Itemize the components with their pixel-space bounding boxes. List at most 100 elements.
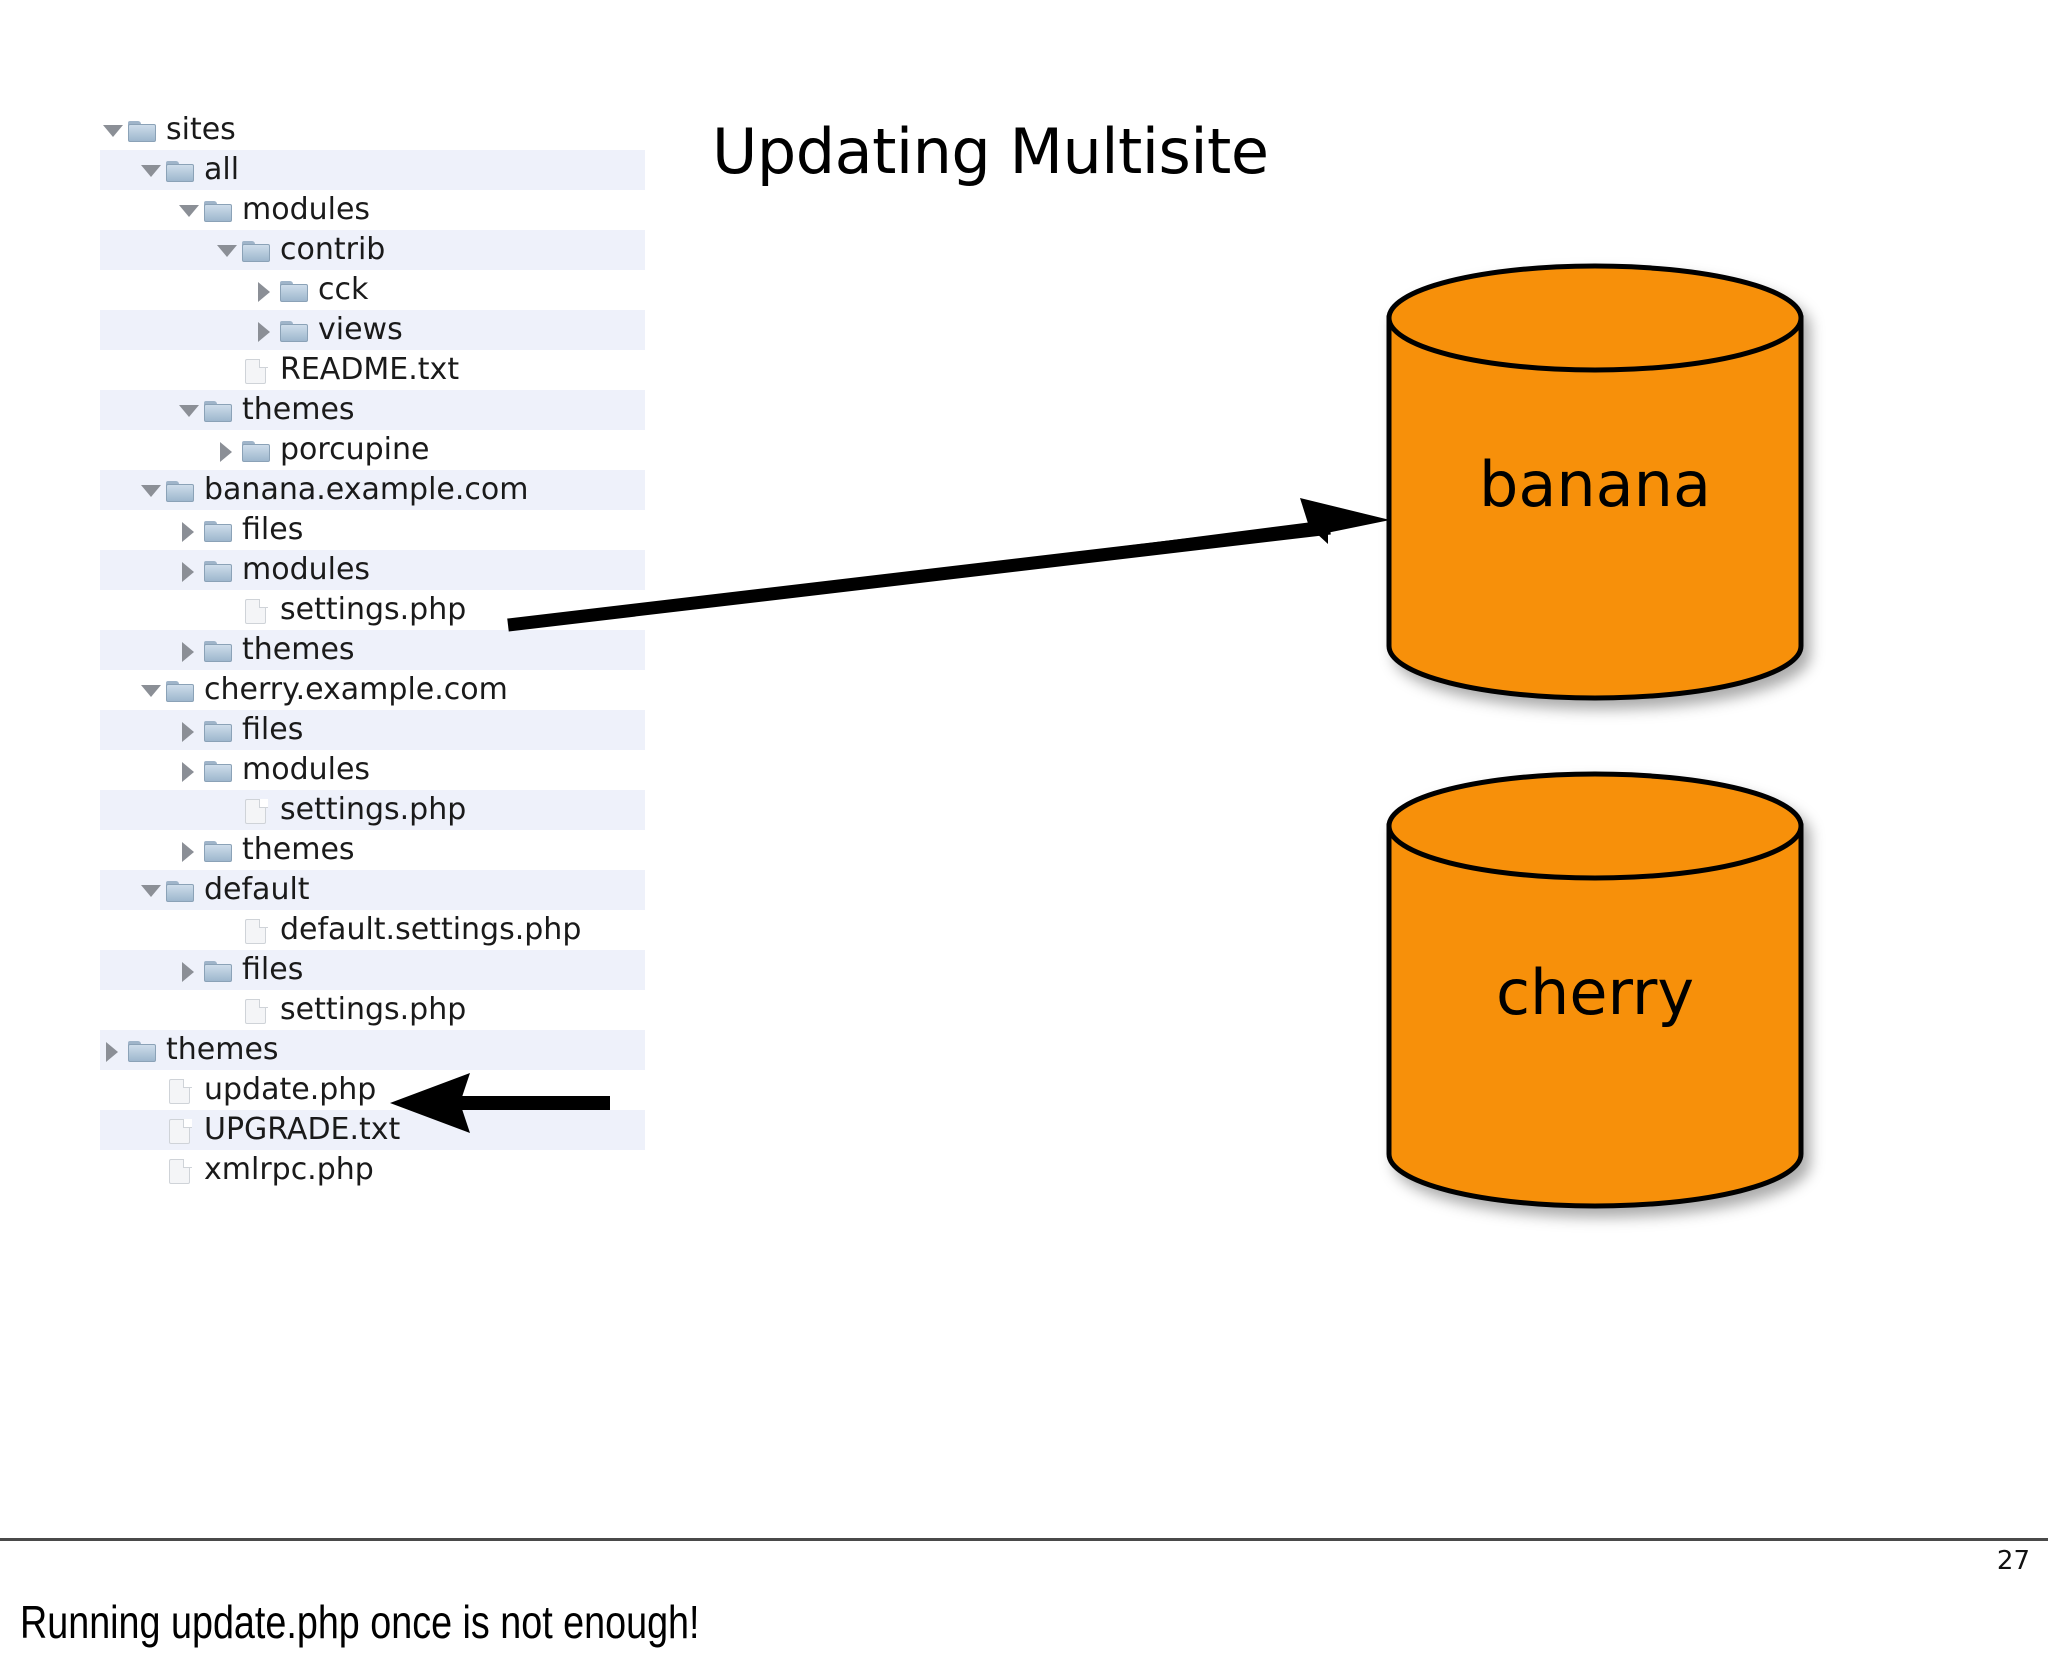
twisty-spacer <box>214 350 240 390</box>
tree-row[interactable]: themes <box>100 390 645 430</box>
tree-row[interactable]: contrib <box>100 230 645 270</box>
tree-row-label: default.settings.php <box>280 912 582 947</box>
folder-icon <box>202 830 236 870</box>
chevron-down-icon[interactable] <box>176 390 202 430</box>
tree-row[interactable]: modules <box>100 190 645 230</box>
folder-icon <box>278 310 312 350</box>
chevron-right-icon[interactable] <box>176 510 202 550</box>
tree-row[interactable]: modules <box>100 750 645 790</box>
tree-row-label: sites <box>166 112 236 147</box>
tree-indent <box>100 430 214 470</box>
tree-indent <box>100 990 214 1030</box>
tree-row[interactable]: all <box>100 150 645 190</box>
folder-icon <box>240 430 274 470</box>
chevron-right-icon[interactable] <box>100 1030 126 1070</box>
folder-icon <box>126 110 160 150</box>
tree-row[interactable]: default.settings.php <box>100 910 645 950</box>
tree-row[interactable]: themes <box>100 830 645 870</box>
tree-indent <box>100 190 176 230</box>
chevron-right-icon[interactable] <box>176 710 202 750</box>
chevron-right-icon[interactable] <box>252 310 278 350</box>
chevron-down-icon[interactable] <box>138 670 164 710</box>
file-icon <box>240 790 274 830</box>
folder-icon <box>202 710 236 750</box>
chevron-down-icon[interactable] <box>214 230 240 270</box>
tree-row[interactable]: porcupine <box>100 430 645 470</box>
chevron-down-icon[interactable] <box>100 110 126 150</box>
chevron-down-icon[interactable] <box>138 870 164 910</box>
tree-row[interactable]: UPGRADE.txt <box>100 1110 645 1150</box>
chevron-right-icon[interactable] <box>176 750 202 790</box>
tree-indent <box>100 510 176 550</box>
file-icon <box>164 1070 198 1110</box>
tree-indent <box>100 750 176 790</box>
chevron-right-icon[interactable] <box>176 550 202 590</box>
tree-row[interactable]: files <box>100 710 645 750</box>
twisty-spacer <box>214 910 240 950</box>
chevron-down-icon[interactable] <box>138 150 164 190</box>
tree-row-label: themes <box>242 392 355 427</box>
tree-row-label: views <box>318 312 403 347</box>
tree-indent <box>100 710 176 750</box>
tree-indent <box>100 390 176 430</box>
tree-indent <box>100 310 252 350</box>
folder-icon <box>202 630 236 670</box>
folder-icon <box>202 750 236 790</box>
twisty-spacer <box>138 1070 164 1110</box>
tree-indent <box>100 590 214 630</box>
chevron-right-icon[interactable] <box>252 270 278 310</box>
folder-icon <box>202 550 236 590</box>
tree-row-label: settings.php <box>280 592 467 627</box>
tree-row[interactable]: themes <box>100 630 645 670</box>
twisty-spacer <box>214 990 240 1030</box>
tree-indent <box>100 630 176 670</box>
tree-row[interactable]: files <box>100 510 645 550</box>
tree-row-label: contrib <box>280 232 386 267</box>
tree-row-label: files <box>242 712 304 747</box>
tree-indent <box>100 1150 138 1190</box>
tree-row-label: all <box>204 152 240 187</box>
arrow-pointer-to-update-php <box>390 1073 610 1133</box>
tree-row[interactable]: views <box>100 310 645 350</box>
tree-row[interactable]: modules <box>100 550 645 590</box>
tree-row[interactable]: cherry.example.com <box>100 670 645 710</box>
tree-row[interactable]: settings.php <box>100 790 645 830</box>
tree-row-label: cherry.example.com <box>204 672 508 707</box>
tree-indent <box>100 950 176 990</box>
chevron-down-icon[interactable] <box>138 470 164 510</box>
folder-icon <box>164 870 198 910</box>
tree-row[interactable]: files <box>100 950 645 990</box>
tree-row[interactable]: banana.example.com <box>100 470 645 510</box>
tree-indent <box>100 470 138 510</box>
folder-icon <box>164 670 198 710</box>
file-icon <box>240 590 274 630</box>
file-icon <box>164 1110 198 1150</box>
file-icon <box>240 910 274 950</box>
tree-row-label: themes <box>242 832 355 867</box>
chevron-down-icon[interactable] <box>176 190 202 230</box>
tree-row[interactable]: default <box>100 870 645 910</box>
tree-row[interactable]: xmlrpc.php <box>100 1150 645 1190</box>
page-number: 27 <box>1996 1546 2030 1576</box>
tree-indent <box>100 150 138 190</box>
folder-icon <box>164 150 198 190</box>
chevron-right-icon[interactable] <box>176 950 202 990</box>
slide-caption: Running update.php once is not enough! <box>20 1596 700 1648</box>
tree-row[interactable]: cck <box>100 270 645 310</box>
folder-icon <box>202 510 236 550</box>
tree-row[interactable]: settings.php <box>100 990 645 1030</box>
tree-row[interactable]: themes <box>100 1030 645 1070</box>
folder-icon <box>240 230 274 270</box>
tree-indent <box>100 830 176 870</box>
chevron-right-icon[interactable] <box>176 630 202 670</box>
tree-row[interactable]: README.txt <box>100 350 645 390</box>
chevron-right-icon[interactable] <box>176 830 202 870</box>
chevron-right-icon[interactable] <box>214 430 240 470</box>
folder-icon <box>278 270 312 310</box>
tree-row-label: README.txt <box>280 352 460 387</box>
tree-row-label: update.php <box>204 1072 377 1107</box>
tree-row-label: modules <box>242 752 371 787</box>
tree-row[interactable]: sites <box>100 110 645 150</box>
file-icon <box>240 350 274 390</box>
